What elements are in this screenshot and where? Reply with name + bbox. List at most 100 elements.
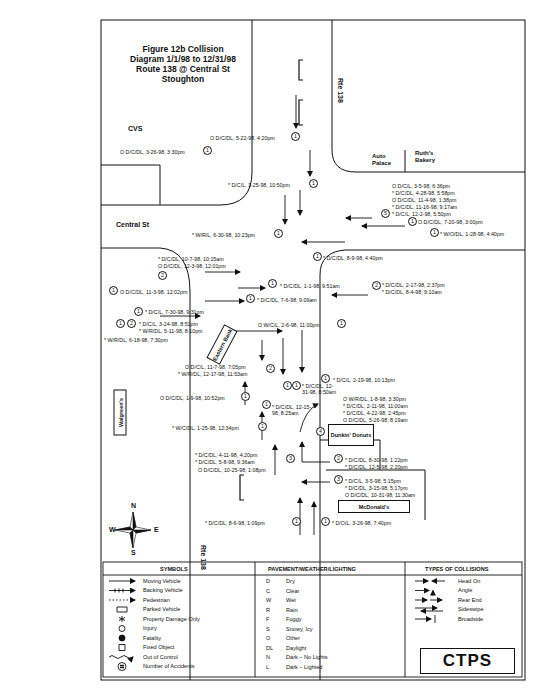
callout-number: 1 [337, 319, 346, 328]
collision-arrow [205, 301, 244, 302]
callout-number: 1 [258, 422, 267, 431]
street-label: W [109, 527, 116, 533]
legend-heading: SYMBOLS [160, 566, 188, 572]
head-on-symbol [415, 581, 428, 582]
callout-number: 2 [266, 364, 275, 373]
road-curb [332, 20, 525, 172]
collision-arrow [160, 316, 200, 317]
node-text: CTPS [443, 651, 492, 671]
collision-record: * D/C/L, 2-19-98, 10:13pm [333, 377, 395, 383]
building-box: Eastern Bank [206, 324, 237, 365]
collision-record: * D/C/DL, 4-11-98, 4:20pm [195, 452, 257, 458]
street-label: S [131, 550, 136, 556]
collision-record: * D/C/DL, 2-11-98, 11:00am [343, 403, 408, 409]
compass-rose [133, 530, 151, 533]
collision-record: * D/C/DL, 8-6-98, 1:09pm [205, 520, 265, 526]
callout-number: 3 [286, 454, 295, 463]
broadside-symbol [435, 615, 436, 623]
callout-number: 1 [116, 319, 125, 328]
collision-arrow [302, 442, 330, 462]
collision-record: O D/C/DL, 10-25-98, 1:08pm [198, 467, 266, 473]
compass-rose [130, 530, 133, 548]
collision-record: O D/C/DL, 10-31-98, 11:30am [345, 492, 415, 498]
collision-record: O D/C/L, 3-5-98, 6:36pm [392, 183, 450, 189]
compass-rose [115, 527, 133, 530]
business-label: Ruth's Bakery [415, 150, 450, 164]
collision-arrow [262, 340, 263, 360]
table-cell: Clear [286, 588, 299, 594]
collision-record: * D/C/L, 12-2-98, 5:50pm [392, 211, 451, 217]
legend-text: Angle [458, 587, 472, 594]
collision-record: O D/C/DL, 12-3-98, 12:01pm [158, 263, 226, 269]
angle-symbol [433, 591, 434, 596]
legend-text: Broadside [458, 616, 483, 623]
street-label: E [154, 527, 159, 533]
collision-record: * W/R/DL, 6-18-98, 7:30pm [104, 337, 168, 343]
collision-arrow [283, 338, 284, 374]
collision-arrow [314, 502, 315, 535]
node-text: McDonald's [359, 504, 390, 510]
collision-arrow [205, 272, 240, 273]
collision-record: O W/C/L, 2-6-98, 11:00pm [258, 322, 320, 328]
street-label: N [131, 503, 136, 509]
callout-number: 1 [430, 228, 439, 237]
number-circle-symbol [118, 663, 126, 671]
table-cell: F [266, 616, 269, 622]
node-text: Dunkin' Donuts [331, 432, 371, 438]
street-label: CVS [128, 126, 142, 132]
collision-arrow [285, 195, 286, 224]
callout-number: 2 [334, 454, 343, 463]
collision-arrow [238, 288, 265, 289]
collision-arrow [275, 445, 276, 475]
property-damage-symbol [119, 616, 125, 622]
page-frame [101, 20, 525, 680]
parked-vehicle-symbol [117, 607, 127, 612]
collision-arrow [302, 482, 330, 483]
collision-record: * W/R/DL, 12-17-98, 11:53am [178, 371, 247, 377]
sideswipe-symbol [421, 611, 443, 612]
table-cell: Other [286, 635, 300, 641]
legend-text: Pedestrian [143, 597, 170, 604]
building-box: Dunkin' Donuts [328, 424, 374, 446]
collision-record: * W/R/DL, 5-11-98, 8:10pm [139, 328, 203, 334]
table-cell: C [266, 588, 270, 594]
table-cell: S [266, 626, 270, 632]
legend-grid [103, 562, 522, 677]
legend-text: Number of Accidents [143, 663, 195, 670]
collision-arrow [362, 226, 405, 227]
table-cell: Wet [286, 597, 296, 603]
legend-grid [255, 562, 256, 677]
road-curb [101, 20, 525, 680]
fatality-symbol [119, 635, 125, 641]
median-bracket [240, 475, 244, 500]
collision-arrow [332, 295, 368, 296]
collision-record: O D/C/DL, 1-9-98, 10:52pm [160, 395, 225, 401]
collision-record: O D/C/DL, 5-22-98, 4:20pm [210, 135, 275, 141]
collision-record: * D/C/L, 7-30-98, 9:31pm [145, 309, 204, 315]
road-curb [405, 150, 406, 172]
collision-arrow [300, 190, 301, 215]
collision-record: O D/C/DL, 5-26-98, 8:19am [343, 417, 408, 423]
collision-record: O D/C/DL, 3-26-98, 3:30pm [120, 149, 185, 155]
callout-number: 1 [241, 392, 250, 401]
legend-text: Fixed Object [143, 644, 174, 651]
callout-number: 3 [334, 475, 343, 484]
table-cell: Rain [286, 607, 298, 613]
collision-arrow [346, 218, 372, 219]
table-cell: Dark – No Lights [286, 654, 328, 660]
legend-text: Injury [143, 625, 157, 632]
callout-number: 2 [127, 319, 136, 328]
collision-record: * D/C/DL, 10-7-98, 10:15am [158, 256, 224, 262]
callout-number: 1 [283, 381, 292, 390]
legend-text: Property Damage Only [143, 616, 200, 623]
table-cell: L [266, 664, 269, 670]
legend-text: Head On [458, 578, 480, 585]
legend-text: Moving Vehicle [143, 578, 181, 585]
collision-record: * D/C/DL, 12-5-98, 2:20pm [345, 464, 408, 470]
legend-grid [103, 562, 522, 677]
median-bracket [240, 60, 303, 500]
callout-number: 1 [321, 517, 330, 526]
collision-record: O D/C/DL, 11-4-98, 1:38pm [392, 197, 456, 203]
table-cell: R [266, 607, 270, 613]
